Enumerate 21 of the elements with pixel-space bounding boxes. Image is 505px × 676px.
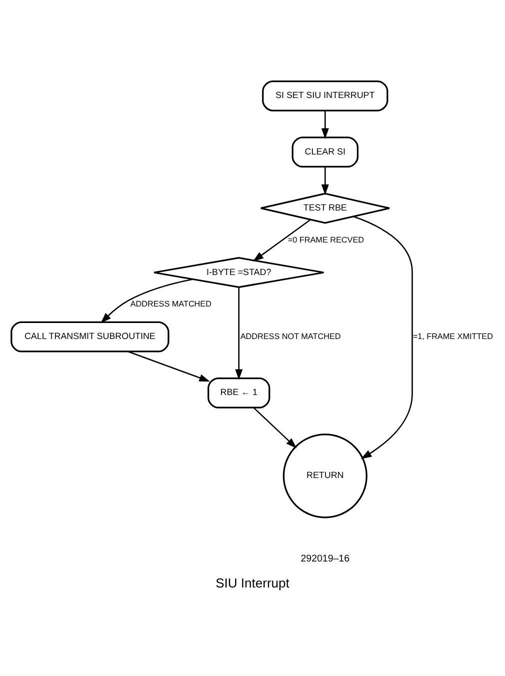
- node-box: CLEAR SI: [292, 136, 358, 168]
- edge-label: ADDRESS NOT MATCHED: [240, 332, 341, 341]
- edge-label: ADDRESS MATCHED: [130, 300, 212, 309]
- label: 292019–16: [300, 553, 350, 564]
- arrow: [321, 166, 329, 196]
- arrow: [235, 287, 243, 380]
- node-box: CALL TRANSMIT SUBROUTINE: [10, 321, 170, 352]
- caption: SIU Interrupt: [216, 575, 290, 590]
- node-diamond: TEST RBE: [260, 192, 390, 224]
- arrow: [321, 110, 329, 140]
- arrow: [128, 350, 210, 382]
- node-circle: RETURN: [282, 434, 368, 518]
- edge-label: =1, FRAME XMITTED: [412, 332, 493, 341]
- arrow: [100, 278, 194, 324]
- arrow: [253, 407, 297, 448]
- node-diamond: I-BYTE =STAD?: [153, 257, 324, 288]
- edge-label: =0 FRAME RECVED: [288, 235, 364, 244]
- node-box: RBE ← 1: [208, 377, 270, 408]
- arrow: [252, 219, 311, 262]
- arrow: [353, 216, 413, 460]
- node-box: SI SET SIU INTERRUPT: [262, 80, 388, 112]
